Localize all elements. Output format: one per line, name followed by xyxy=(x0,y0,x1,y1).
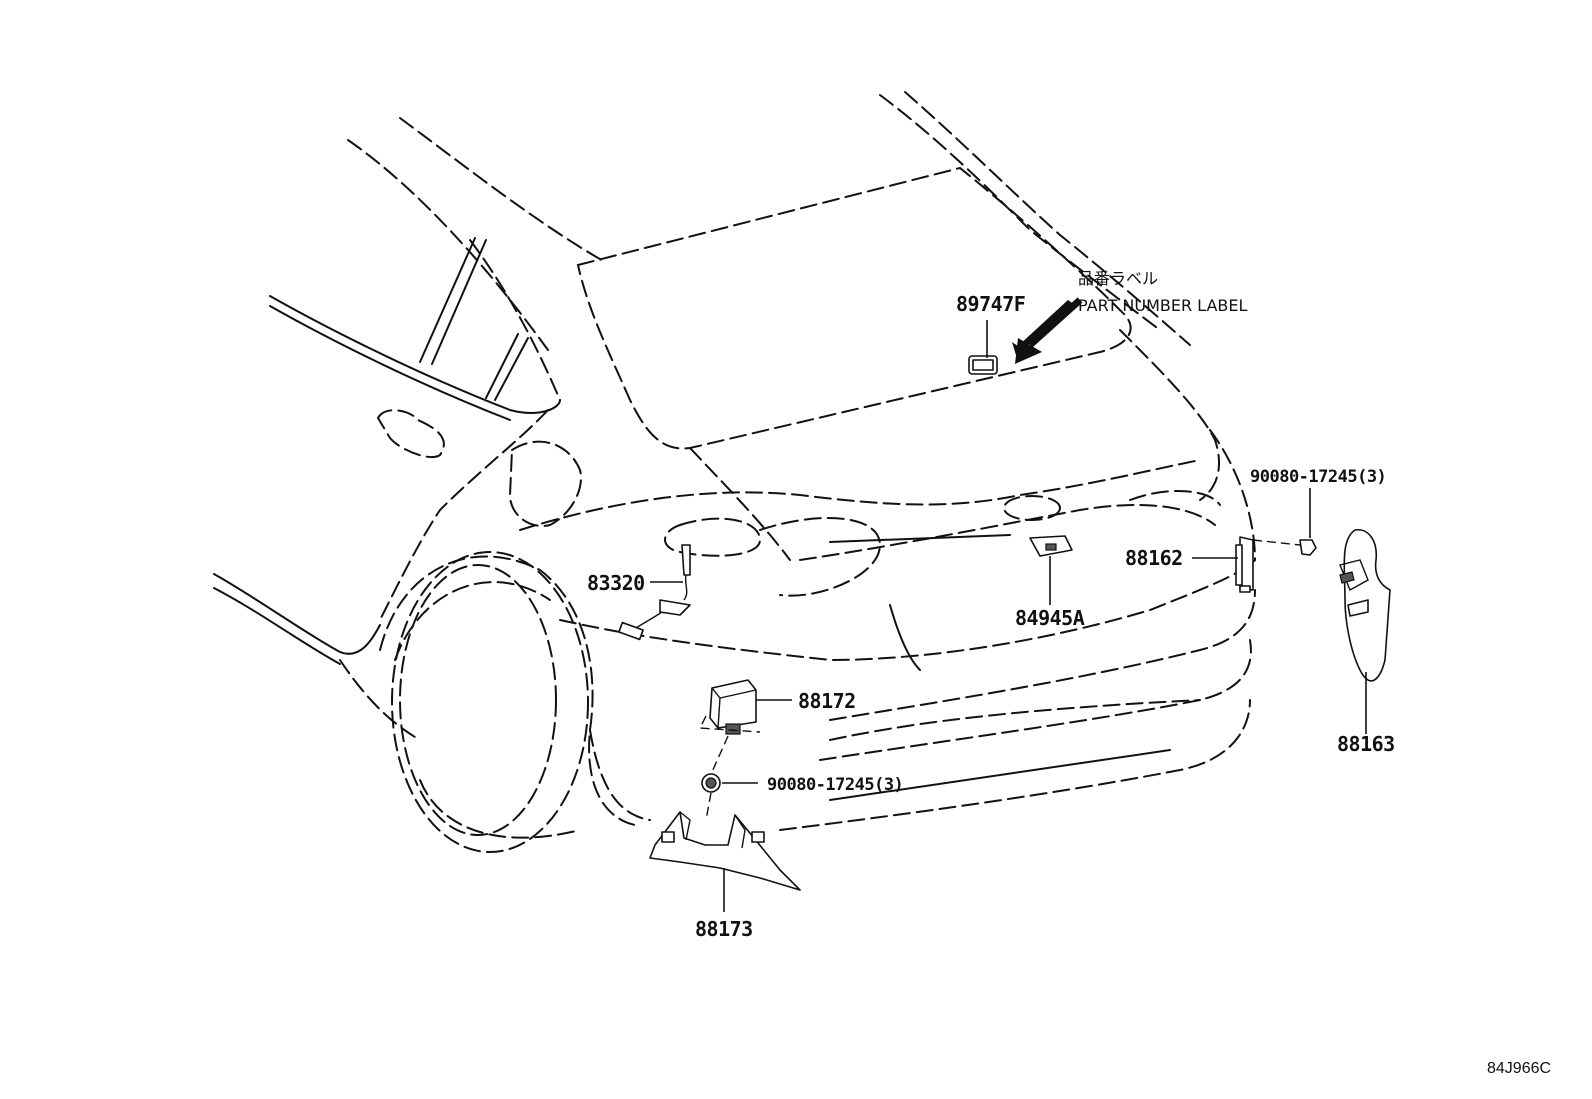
part-88163-cover xyxy=(1339,529,1391,734)
callout-84945A: 84945A xyxy=(1015,606,1085,630)
label-note-japanese: 品番ラベル xyxy=(1078,269,1158,288)
vehicle-outline xyxy=(213,91,1256,853)
label-arrow xyxy=(1012,297,1083,364)
callout-88172: 88172 xyxy=(798,689,856,713)
label-note-english: PART NUMBER LABEL xyxy=(1078,296,1247,315)
part-88172-radar xyxy=(698,679,792,773)
callout-88162: 88162 xyxy=(1125,546,1183,570)
callout-83320: 83320 xyxy=(587,571,645,595)
callout-90080-right: 90080-17245(3) xyxy=(1250,467,1386,487)
part-88162-sensor xyxy=(1192,536,1301,593)
callout-88163: 88163 xyxy=(1337,732,1395,756)
callout-88173: 88173 xyxy=(695,917,753,941)
part-90080-clip-left xyxy=(701,773,758,821)
callout-90080-left: 90080-17245(3) xyxy=(767,775,903,795)
part-89747F-ecu xyxy=(968,320,998,375)
drawing-code: 84J966C xyxy=(1487,1060,1551,1077)
part-84945A-switch xyxy=(1029,535,1073,605)
part-88173-bracket xyxy=(649,811,801,912)
callout-89747F: 89747F xyxy=(956,292,1025,316)
part-83320-sensor xyxy=(618,544,691,641)
part-90080-clip-right xyxy=(1299,488,1317,556)
